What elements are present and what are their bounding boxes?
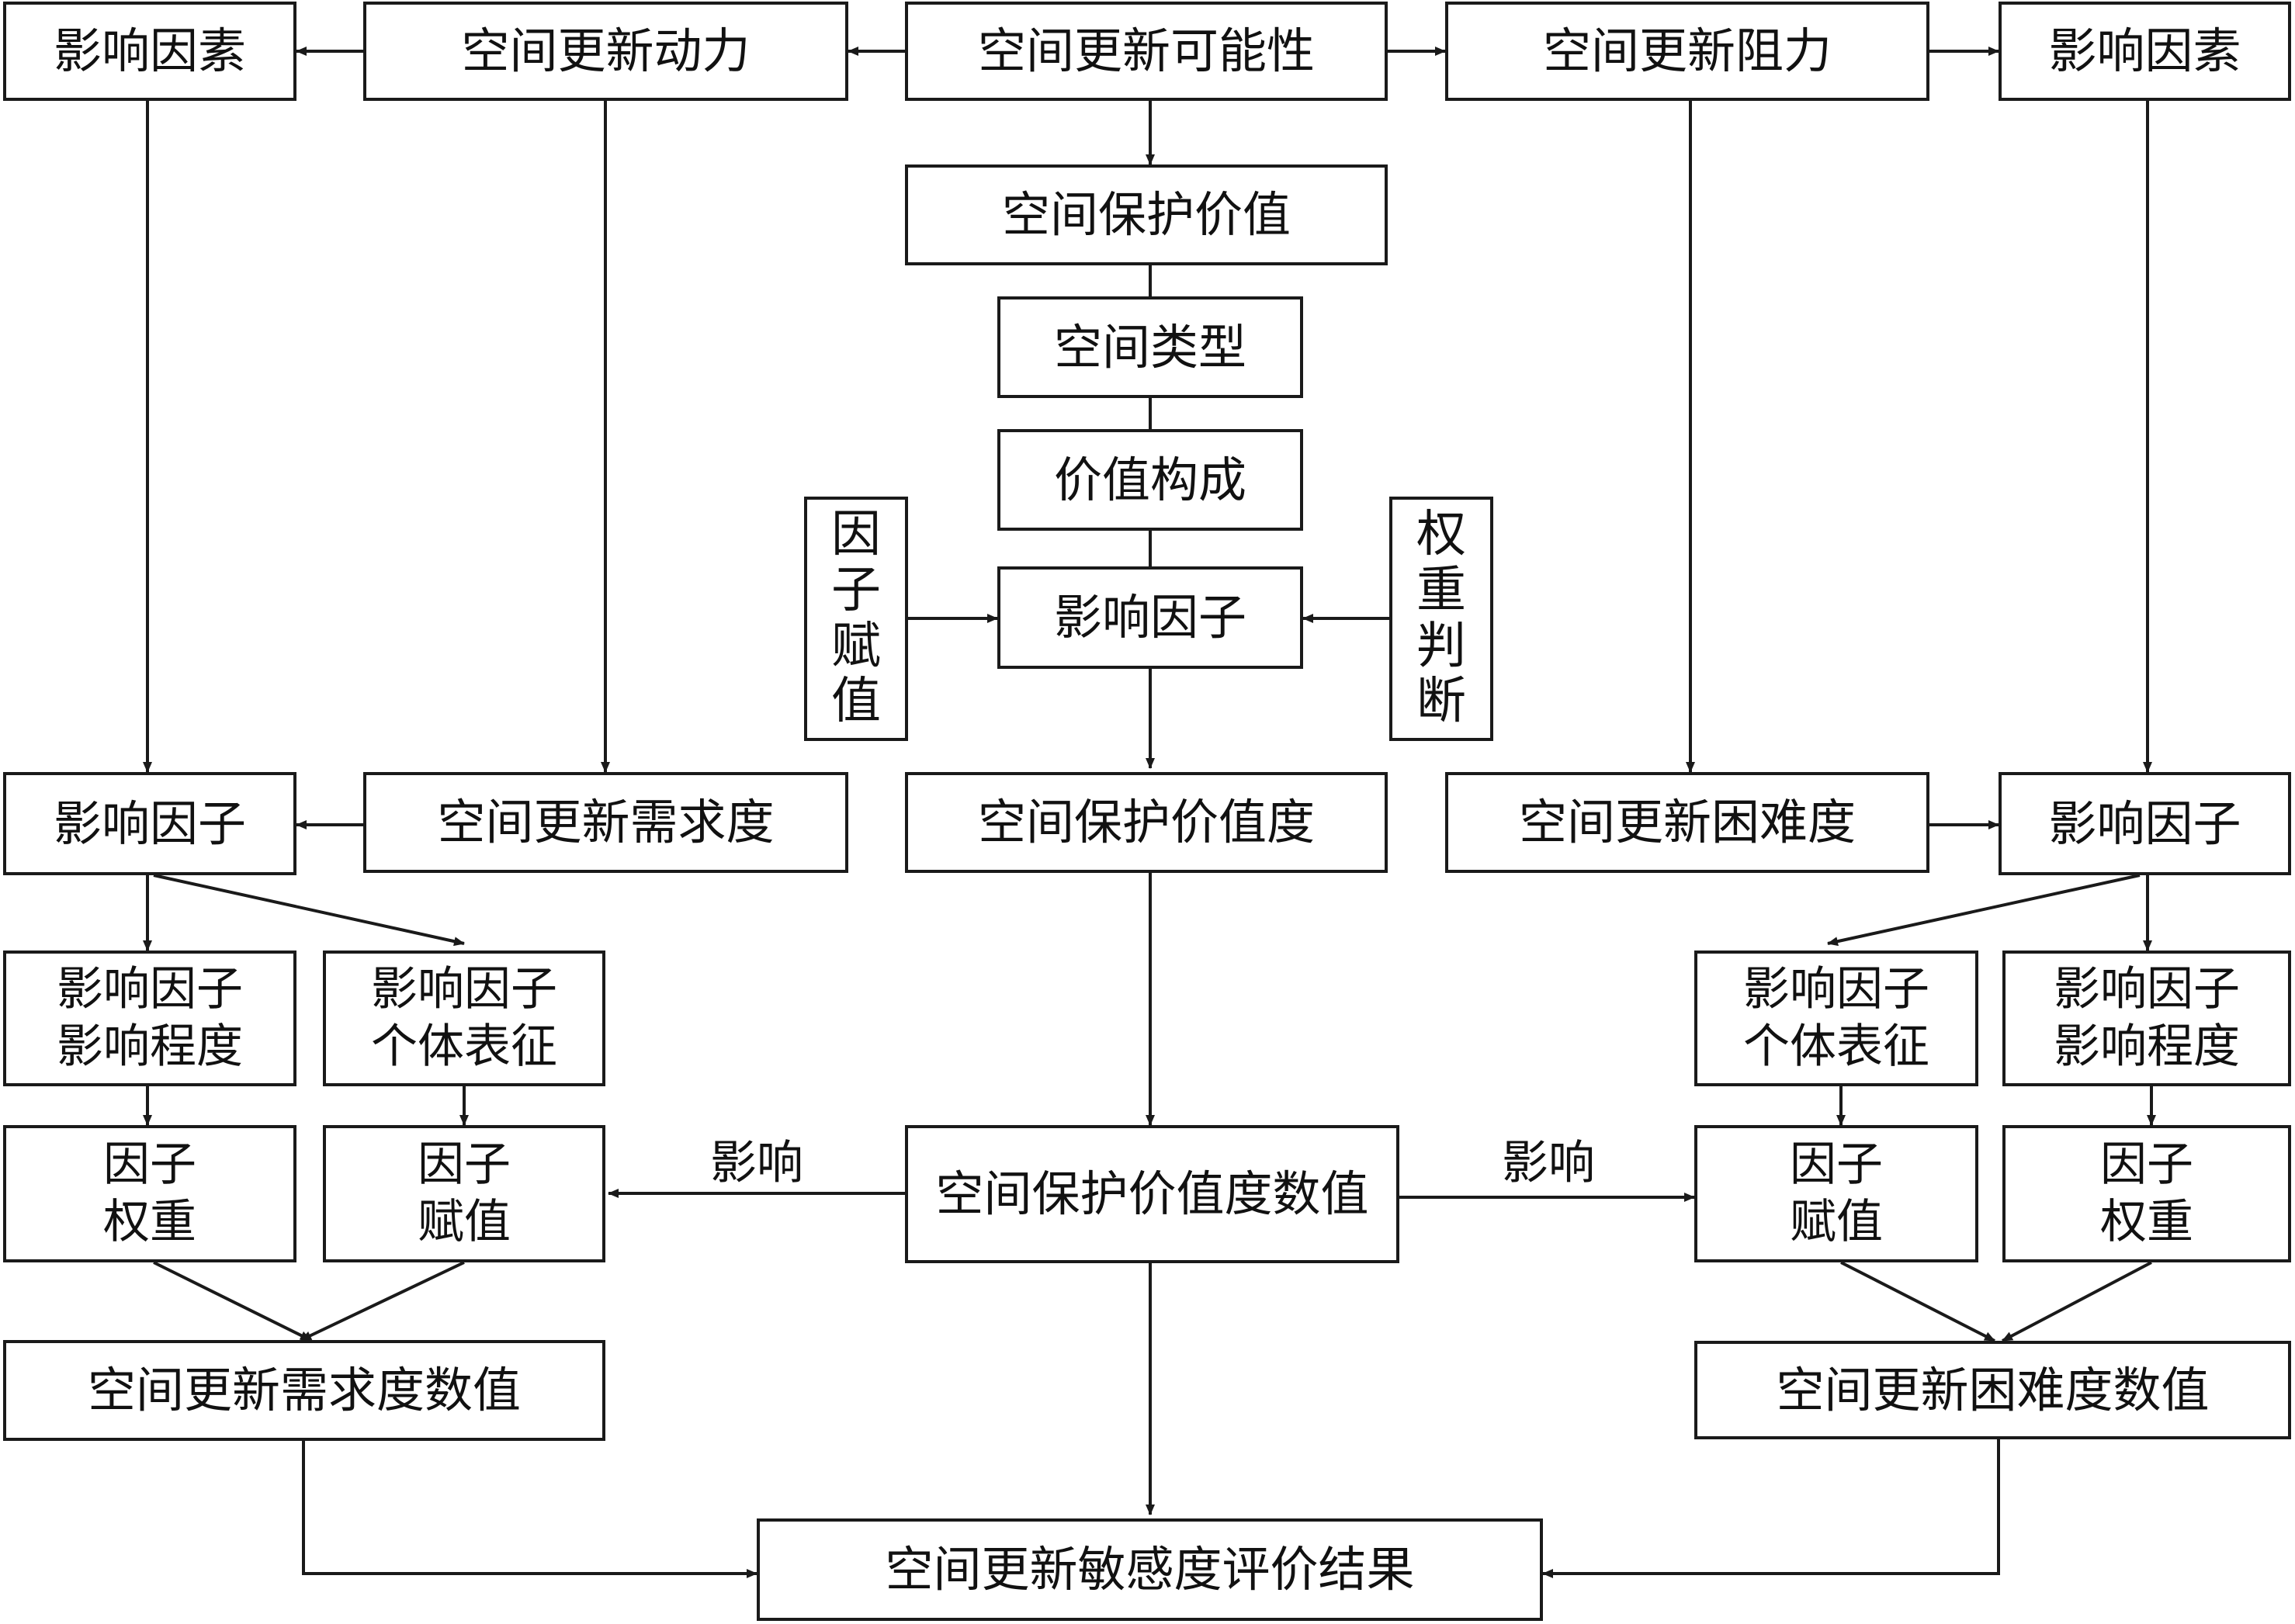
node-right-influence-level: 影响因子 影响程度 [2002,951,2291,1086]
node-value-composition: 价值构成 [997,429,1303,531]
node-right-factor-assignment: 因子 赋值 [1694,1125,1978,1262]
node-resistance: 空间更新阻力 [1445,2,1929,101]
node-factors-left: 影响因素 [3,2,296,101]
node-weight-judgment-vertical: 权 重 判 断 [1389,497,1493,741]
node-difficulty-degree: 空间更新困难度 [1445,772,1929,873]
node-driving-force: 空间更新动力 [363,2,848,101]
node-left-factor-assignment: 因子 赋值 [323,1125,605,1262]
edge-factor-right-to-character [1827,874,2141,947]
node-protection-value-degree: 空间保护价值度 [905,772,1388,873]
edge-assign-right-to-difficulty-number [1840,1261,1995,1342]
node-left-factor-weight: 因子 权重 [3,1125,296,1262]
edge-weight-to-demand-number [153,1261,311,1342]
node-influence-factor-right: 影响因子 [1999,772,2291,875]
edge-label-influence-right: 影响 [1502,1136,1595,1190]
edge-difficulty-number-to-result [1542,1439,2000,1578]
node-influence-factor-center: 影响因子 [997,566,1303,669]
node-sensitivity-result: 空间更新敏感度评价结果 [757,1518,1543,1621]
node-possibility: 空间更新可能性 [905,2,1388,101]
node-demand-degree: 空间更新需求度 [363,772,848,873]
node-protection-value: 空间保护价值 [905,164,1388,265]
node-left-influence-level: 影响因子 影响程度 [3,951,296,1086]
node-factor-assignment-vertical: 因 子 赋 值 [804,497,908,741]
node-right-factor-weight: 因子 权重 [2002,1125,2291,1262]
node-space-type: 空间类型 [997,296,1303,398]
edge-factor-left-to-character [153,874,465,947]
node-demand-degree-number: 空间更新需求度数值 [3,1340,605,1441]
edge-weight-right-to-difficulty-number [2002,1261,2152,1342]
node-protection-value-degree-number: 空间保护价值度数值 [905,1125,1399,1263]
node-right-individual-character: 影响因子 个体表征 [1694,951,1978,1086]
edge-demand-number-to-result [302,1441,757,1578]
node-left-individual-character: 影响因子 个体表征 [323,951,605,1086]
node-influence-factor-left: 影响因子 [3,772,296,875]
node-factors-right: 影响因素 [1999,2,2291,101]
node-difficulty-degree-number: 空间更新困难度数值 [1694,1341,2291,1439]
edge-assign-to-demand-number [300,1261,465,1342]
edge-label-influence-left: 影响 [710,1136,803,1190]
